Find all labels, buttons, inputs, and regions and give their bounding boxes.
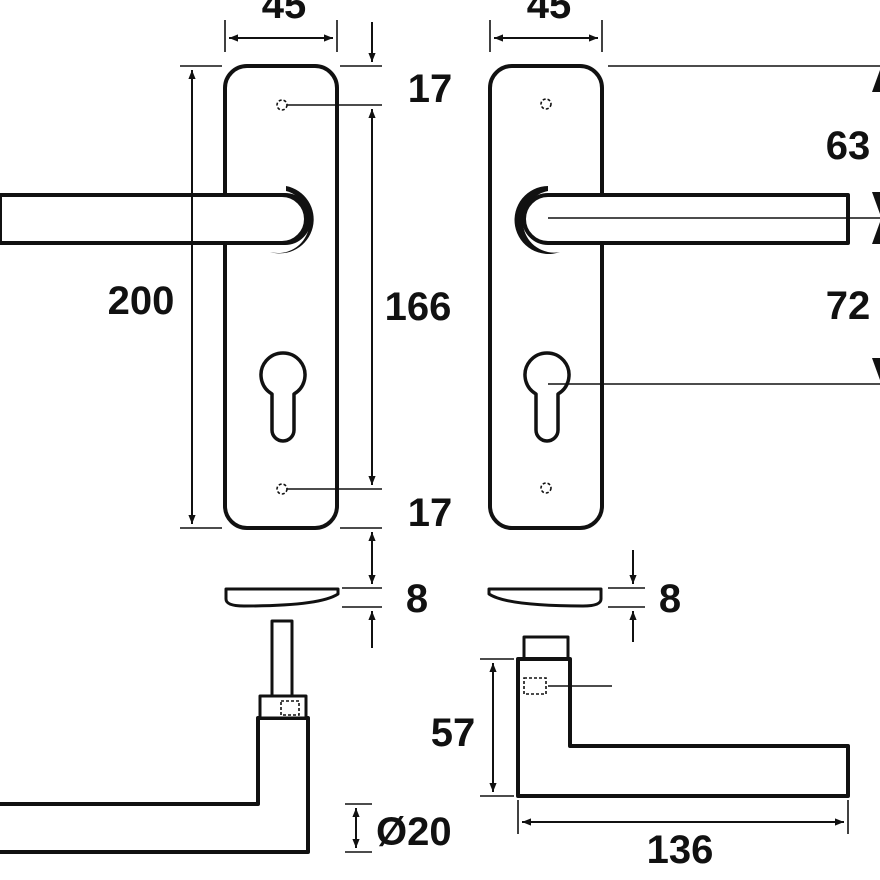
front-lever-body (0, 716, 310, 854)
side-plate-section: 8 (487, 550, 681, 642)
side-backplate (488, 64, 604, 530)
side-lever-rosette (514, 186, 560, 254)
label-top-screw-offset: 17 (408, 67, 453, 111)
label-lever-to-top: 63 (826, 124, 871, 168)
label-plate-height: 200 (108, 279, 175, 323)
front-spindle (270, 619, 294, 701)
front-plate-profile (224, 587, 340, 608)
side-bottom-screw-icon (540, 482, 552, 494)
side-spindle-screw-icon (523, 677, 547, 695)
front-backplate (223, 64, 339, 530)
label-lever-length: 136 (647, 828, 714, 872)
label-lever-height: 57 (431, 711, 476, 755)
side-plate-profile (487, 587, 603, 608)
side-keyhole (523, 351, 571, 443)
side-lever-body (516, 657, 850, 798)
label-front-thickness: 8 (406, 577, 428, 621)
front-spindle-screw-icon (280, 700, 300, 716)
label-lever-to-cylinder: 72 (826, 284, 871, 328)
label-bottom-screw-offset: 17 (408, 491, 453, 535)
side-lever (522, 193, 850, 245)
label-side-width: 45 (527, 0, 572, 27)
label-side-thickness: 8 (659, 577, 681, 621)
front-bottom-screw-icon (276, 483, 288, 495)
side-top-screw-icon (540, 98, 552, 110)
dim-lever-position: 63 72 (826, 70, 880, 380)
side-spindle-block (522, 635, 570, 661)
dim-front-width: 45 (224, 0, 338, 52)
dim-screw-chain: 17 166 17 (340, 22, 452, 560)
front-lever-end (200, 193, 308, 245)
side-view (488, 64, 880, 530)
label-screw-spacing: 166 (385, 285, 452, 329)
front-lever-side: Ø20 (0, 619, 452, 854)
side-lever-profile: 57 136 (431, 635, 850, 872)
label-front-width: 45 (262, 0, 307, 27)
label-lever-diameter: Ø20 (376, 810, 452, 854)
front-plate-section: 8 (224, 560, 428, 648)
front-keyhole (259, 351, 307, 443)
dim-plate-height: 200 (108, 65, 222, 529)
front-view (0, 64, 382, 530)
dim-side-width: 45 (489, 0, 603, 52)
front-top-screw-icon (276, 99, 288, 111)
